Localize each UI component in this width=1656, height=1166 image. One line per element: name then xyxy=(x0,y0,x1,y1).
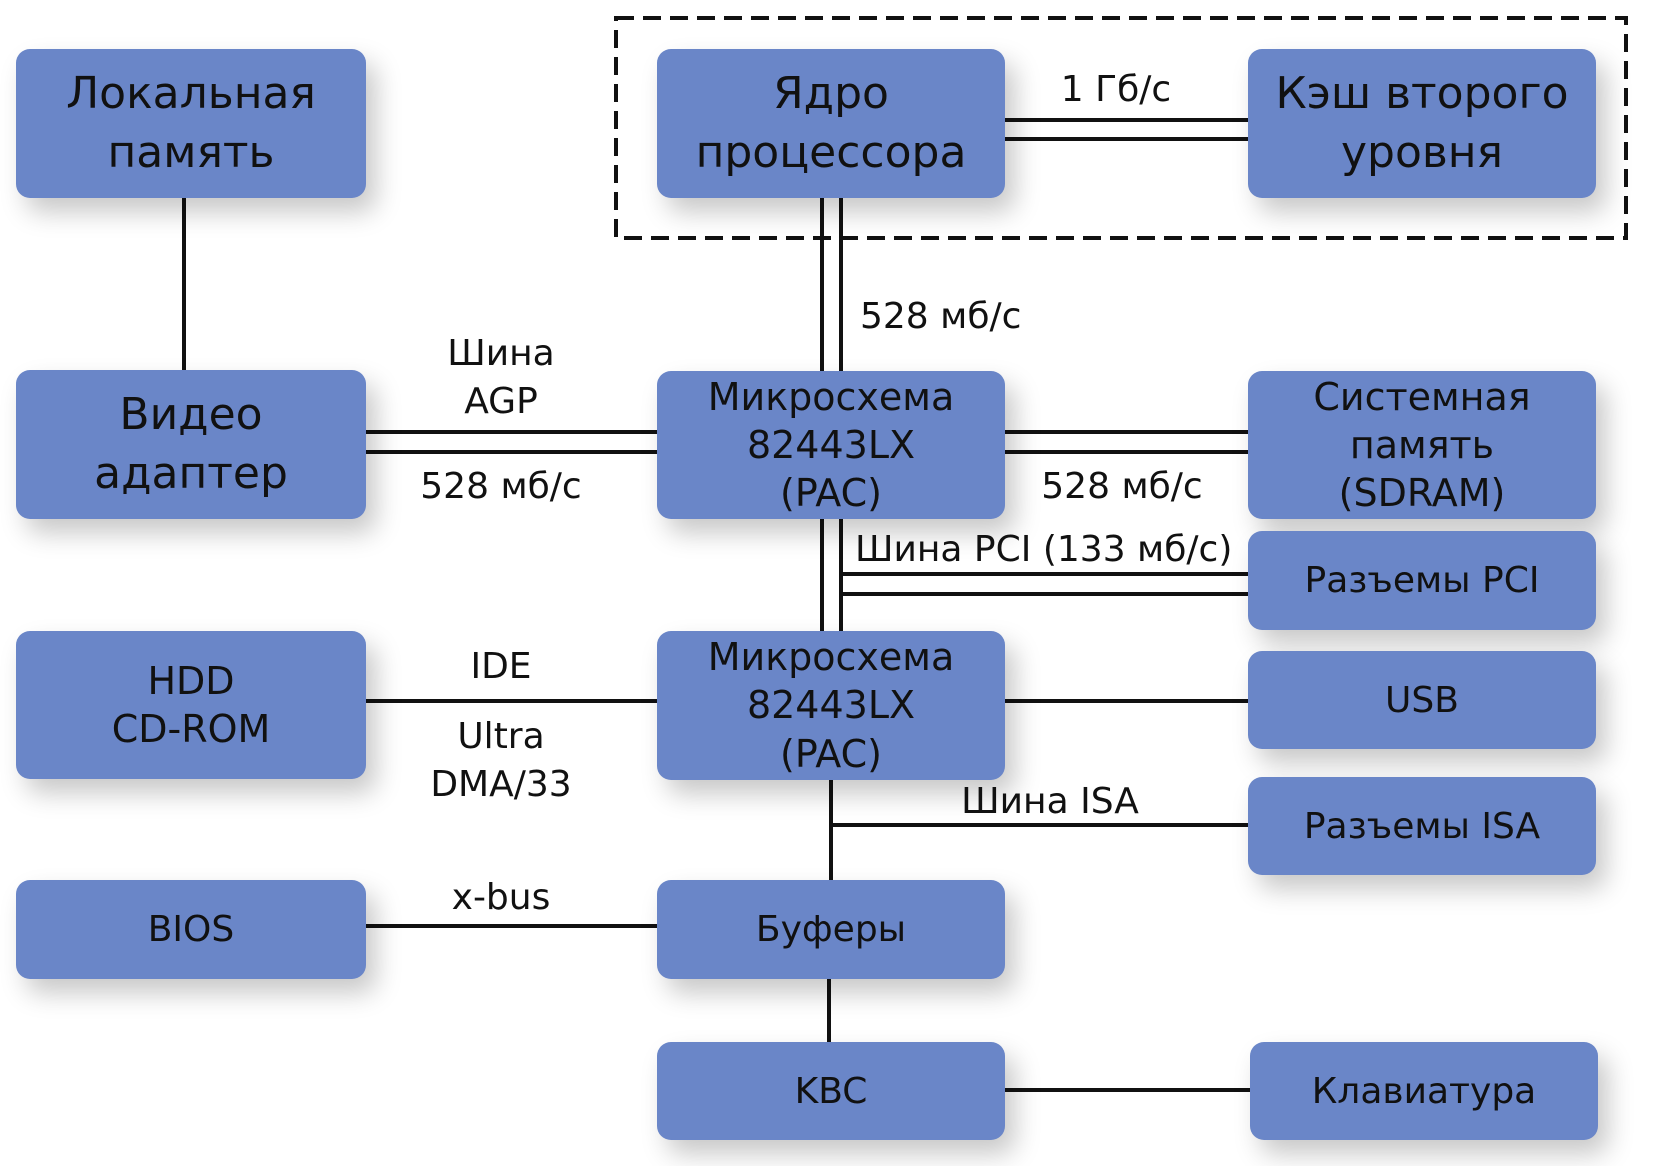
pci-bus-label: Шина PCI (133 мб/с) xyxy=(855,529,1233,570)
ultra-dma-label: Ultra DMA/33 xyxy=(430,716,572,805)
usb-box: USB xyxy=(1248,651,1596,749)
isa-slots-box: Разъемы ISA xyxy=(1248,777,1596,875)
buffers-box: Буферы xyxy=(657,880,1005,979)
system-memory-box: Системная память (SDRAM) xyxy=(1248,371,1596,519)
host-bus-speed-label: 528 мб/с xyxy=(860,296,1022,337)
cache-speed-label: 1 Гб/с xyxy=(1060,69,1172,110)
isa-bus-label: Шина ISA xyxy=(961,781,1139,822)
pci-slots-box: Разъемы PCI xyxy=(1248,531,1596,630)
kbc-box: KBC xyxy=(657,1042,1005,1140)
agp-bus-label: Шина AGP xyxy=(447,333,555,422)
video-adapter-box: Видео адаптер xyxy=(16,370,366,519)
hdd-cdrom-box: HDD CD-ROM xyxy=(16,631,366,779)
pix-chip-box: Микросхема 82443LX (PAC) xyxy=(657,631,1005,780)
cpu-core-box: Ядро процессора xyxy=(657,49,1005,198)
xbus-label: x-bus xyxy=(451,877,551,918)
agp-speed-label: 528 мб/с xyxy=(420,466,582,507)
keyboard-box: Клавиатура xyxy=(1250,1042,1598,1140)
pac-chip-box: Микросхема 82443LX (PAC) xyxy=(657,371,1005,519)
processor-boundary xyxy=(614,16,1628,240)
local-memory-box: Локальная память xyxy=(16,49,366,198)
memory-speed-label: 528 мб/с xyxy=(1041,466,1203,507)
bios-box: BIOS xyxy=(16,880,366,979)
ide-label: IDE xyxy=(470,646,532,687)
l2-cache-box: Кэш второго уровня xyxy=(1248,49,1596,198)
